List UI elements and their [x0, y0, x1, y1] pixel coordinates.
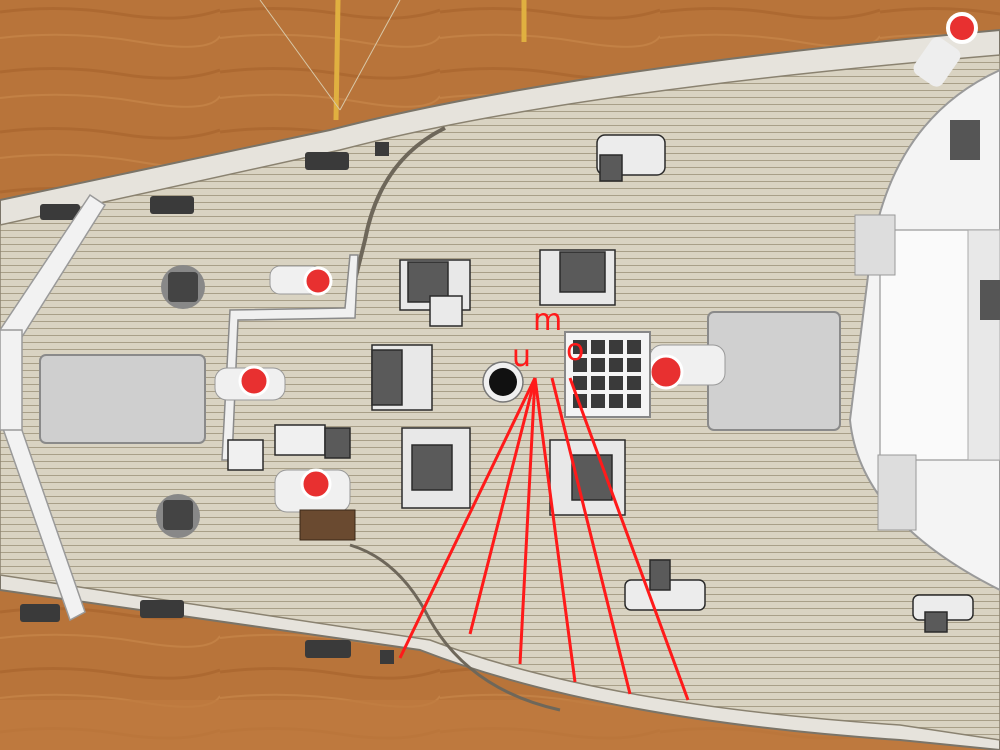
winch — [399, 259, 471, 327]
mast-hole — [482, 361, 524, 403]
stair-hatch — [299, 509, 356, 541]
aft-hatch-cover — [707, 311, 841, 431]
winch — [227, 424, 351, 471]
bow-railing — [0, 193, 107, 622]
forecastle-edge — [348, 126, 446, 301]
bridge-windows — [950, 120, 1000, 320]
bollards — [20, 142, 394, 664]
winch — [549, 439, 626, 516]
mushroom-vent — [156, 494, 200, 538]
annotation-label-o: o — [566, 333, 585, 368]
mast-pole — [333, 0, 341, 121]
annotation-label-m: m — [533, 303, 563, 338]
red-ventilator — [269, 265, 333, 296]
skylight-grate — [564, 331, 651, 418]
winch — [539, 249, 616, 306]
winch — [912, 594, 974, 633]
ventilator-top-right — [913, 12, 978, 87]
annotation-lines — [398, 377, 690, 701]
fore-hatch-cover — [39, 354, 206, 444]
winch — [624, 559, 706, 611]
winch — [596, 134, 666, 182]
red-ventilator — [214, 365, 286, 401]
red-ventilator — [648, 344, 726, 390]
annotation-label-u: u — [512, 339, 532, 374]
breakwater-wall — [221, 254, 359, 461]
mushroom-vent — [161, 265, 205, 309]
red-ventilator — [274, 468, 351, 513]
winch — [371, 344, 433, 411]
winch — [401, 427, 471, 509]
